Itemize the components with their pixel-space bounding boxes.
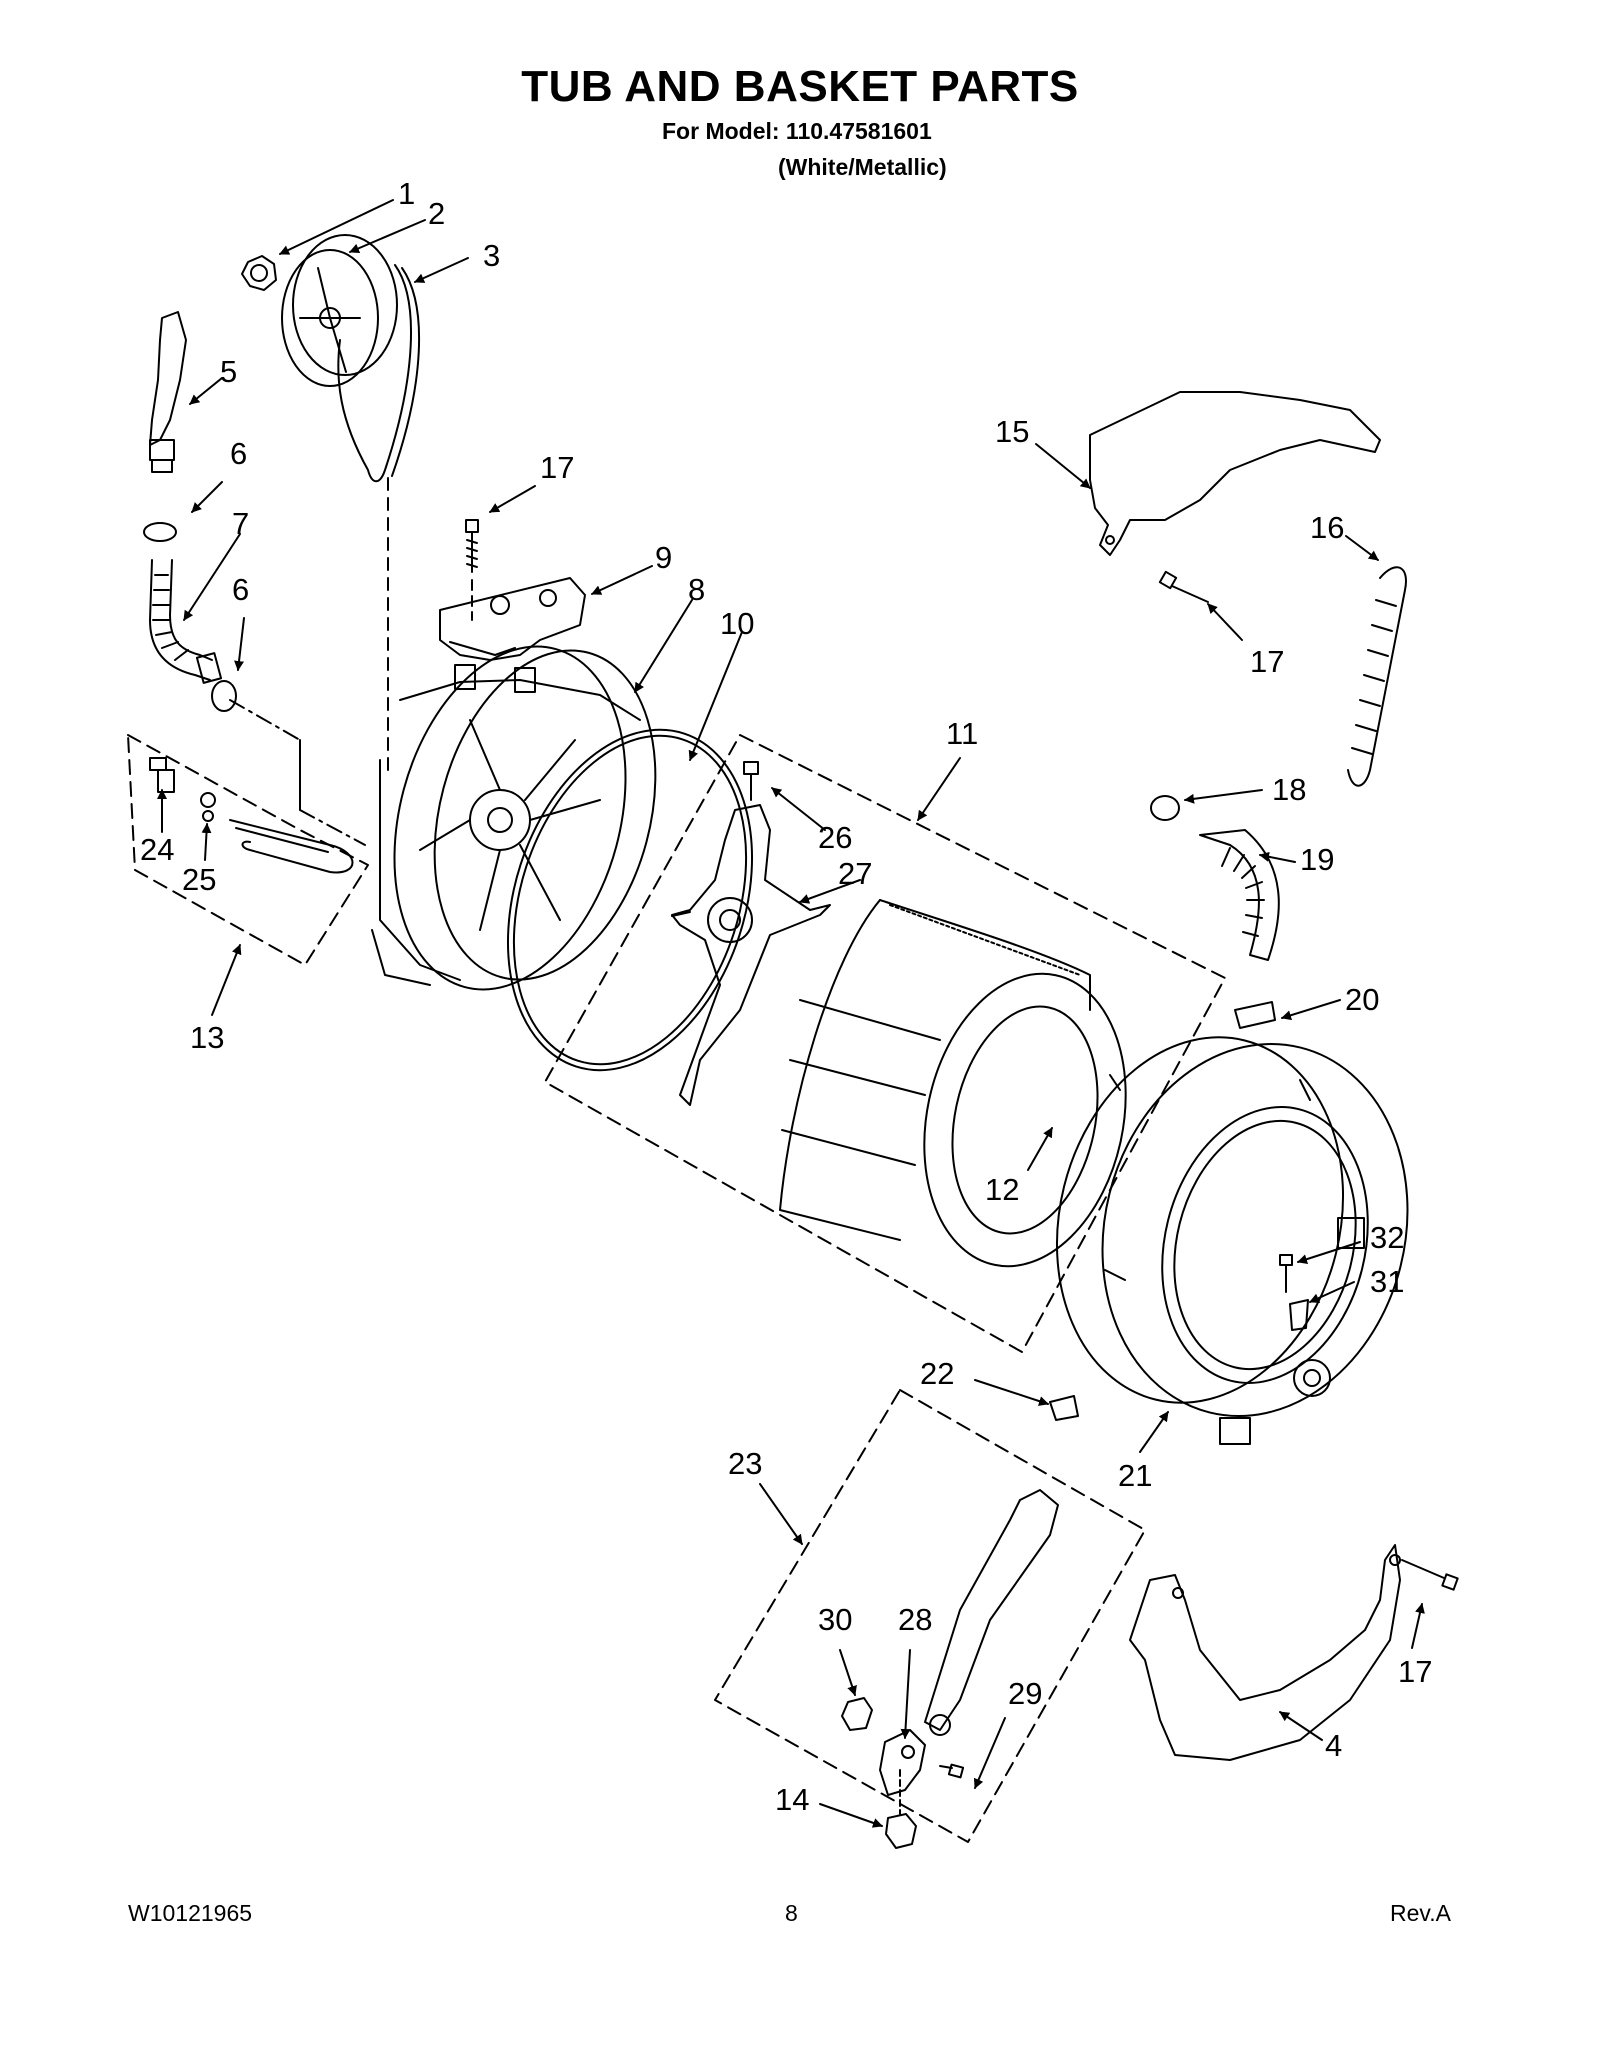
part-19-bellows[interactable] — [1199, 829, 1280, 961]
part-12-basket-drum[interactable] — [779, 899, 1152, 1285]
callout-17-right: 17 — [1250, 644, 1284, 679]
callout-arrows — [157, 199, 1425, 1828]
callout-25: 25 — [182, 862, 216, 897]
part-23-damper[interactable] — [924, 1489, 1059, 1736]
part-22-clip[interactable] — [1049, 1395, 1079, 1421]
group-11-box — [544, 734, 1226, 1353]
callout-14: 14 — [775, 1782, 809, 1817]
callout-26: 26 — [818, 820, 852, 855]
part-4-lower-shroud[interactable] — [1129, 1544, 1401, 1761]
part-3-belt[interactable] — [337, 264, 421, 483]
callout-15: 15 — [995, 414, 1029, 449]
callout-12: 12 — [985, 1172, 1019, 1207]
part-21-front-tub[interactable] — [1019, 1007, 1446, 1449]
page-number: 8 — [785, 1900, 798, 1926]
part-24-heater-terminal[interactable] — [149, 757, 175, 793]
callout-20: 20 — [1345, 982, 1379, 1017]
part-9-bracket[interactable] — [439, 577, 586, 661]
part-27-spider[interactable] — [671, 804, 831, 1106]
callout-2: 2 — [428, 196, 445, 231]
callout-27: 27 — [838, 856, 872, 891]
part-13-heater-element[interactable] — [229, 819, 354, 874]
group-13-box — [127, 734, 369, 966]
callout-3: 3 — [483, 238, 500, 273]
part-14-nut[interactable] — [885, 1813, 917, 1849]
part-20-clip[interactable] — [1234, 1001, 1276, 1029]
model-color: (White/Metallic) — [778, 154, 947, 180]
callout-23: 23 — [728, 1446, 762, 1481]
callout-6-upper: 6 — [230, 436, 247, 471]
callout-7: 7 — [232, 506, 249, 541]
part-6-clamp-upper[interactable] — [143, 522, 177, 542]
callout-13: 13 — [190, 1020, 224, 1055]
callout-4: 4 — [1325, 1728, 1342, 1763]
group-23-box — [714, 1389, 1146, 1843]
part-16-spring[interactable] — [1347, 566, 1407, 787]
callout-22: 22 — [920, 1356, 954, 1391]
page-title: TUB AND BASKET PARTS — [521, 62, 1079, 111]
part-28-bracket[interactable] — [879, 1729, 926, 1796]
callout-32: 32 — [1370, 1220, 1404, 1255]
callout-8: 8 — [688, 572, 705, 607]
callout-19: 19 — [1300, 842, 1334, 877]
callout-labels: 1 2 3 5 6 7 6 17 9 8 10 11 26 27 24 25 1… — [140, 176, 1432, 1817]
callout-28: 28 — [898, 1602, 932, 1637]
part-5-hose[interactable] — [149, 311, 187, 473]
callout-31: 31 — [1370, 1264, 1404, 1299]
part-31-bracket[interactable] — [1289, 1299, 1309, 1331]
part-1-nut[interactable] — [241, 255, 277, 291]
part-17-screw-lower[interactable] — [1401, 1559, 1459, 1591]
part-26-bolt[interactable] — [743, 761, 759, 801]
callout-10: 10 — [720, 606, 754, 641]
callout-1: 1 — [398, 176, 415, 211]
model-number: For Model: 110.47581601 — [662, 118, 932, 144]
callout-5: 5 — [220, 354, 237, 389]
callout-29: 29 — [1008, 1676, 1042, 1711]
part-15-cover[interactable] — [1089, 391, 1381, 556]
part-25-grommet[interactable] — [200, 792, 216, 822]
part-29-screw[interactable] — [939, 1763, 965, 1779]
callout-11: 11 — [946, 716, 978, 751]
part-2-pulley[interactable] — [281, 234, 398, 387]
part-17-screw-top[interactable] — [465, 519, 479, 573]
callout-16: 16 — [1310, 510, 1344, 545]
part-32-screw[interactable] — [1279, 1254, 1293, 1293]
part-8-rear-tub[interactable] — [358, 620, 689, 1015]
part-30-nut[interactable] — [841, 1697, 873, 1731]
callout-21: 21 — [1118, 1458, 1152, 1493]
callout-24: 24 — [140, 832, 174, 867]
part-10-seal-ring[interactable] — [467, 698, 794, 1102]
callout-30: 30 — [818, 1602, 852, 1637]
callout-17-lower: 17 — [1398, 1654, 1432, 1689]
part-18-clamp[interactable] — [1150, 795, 1180, 821]
callout-9: 9 — [655, 540, 672, 575]
callout-18: 18 — [1272, 772, 1306, 807]
document-number: W10121965 — [128, 1900, 253, 1926]
callout-6-lower: 6 — [232, 572, 249, 607]
part-17-screw-right[interactable] — [1158, 570, 1209, 603]
part-6-clamp-lower[interactable] — [211, 680, 237, 712]
callout-17-top: 17 — [540, 450, 574, 485]
part-7-drain-hose[interactable] — [149, 559, 223, 684]
revision-label: Rev.A — [1390, 1900, 1451, 1926]
